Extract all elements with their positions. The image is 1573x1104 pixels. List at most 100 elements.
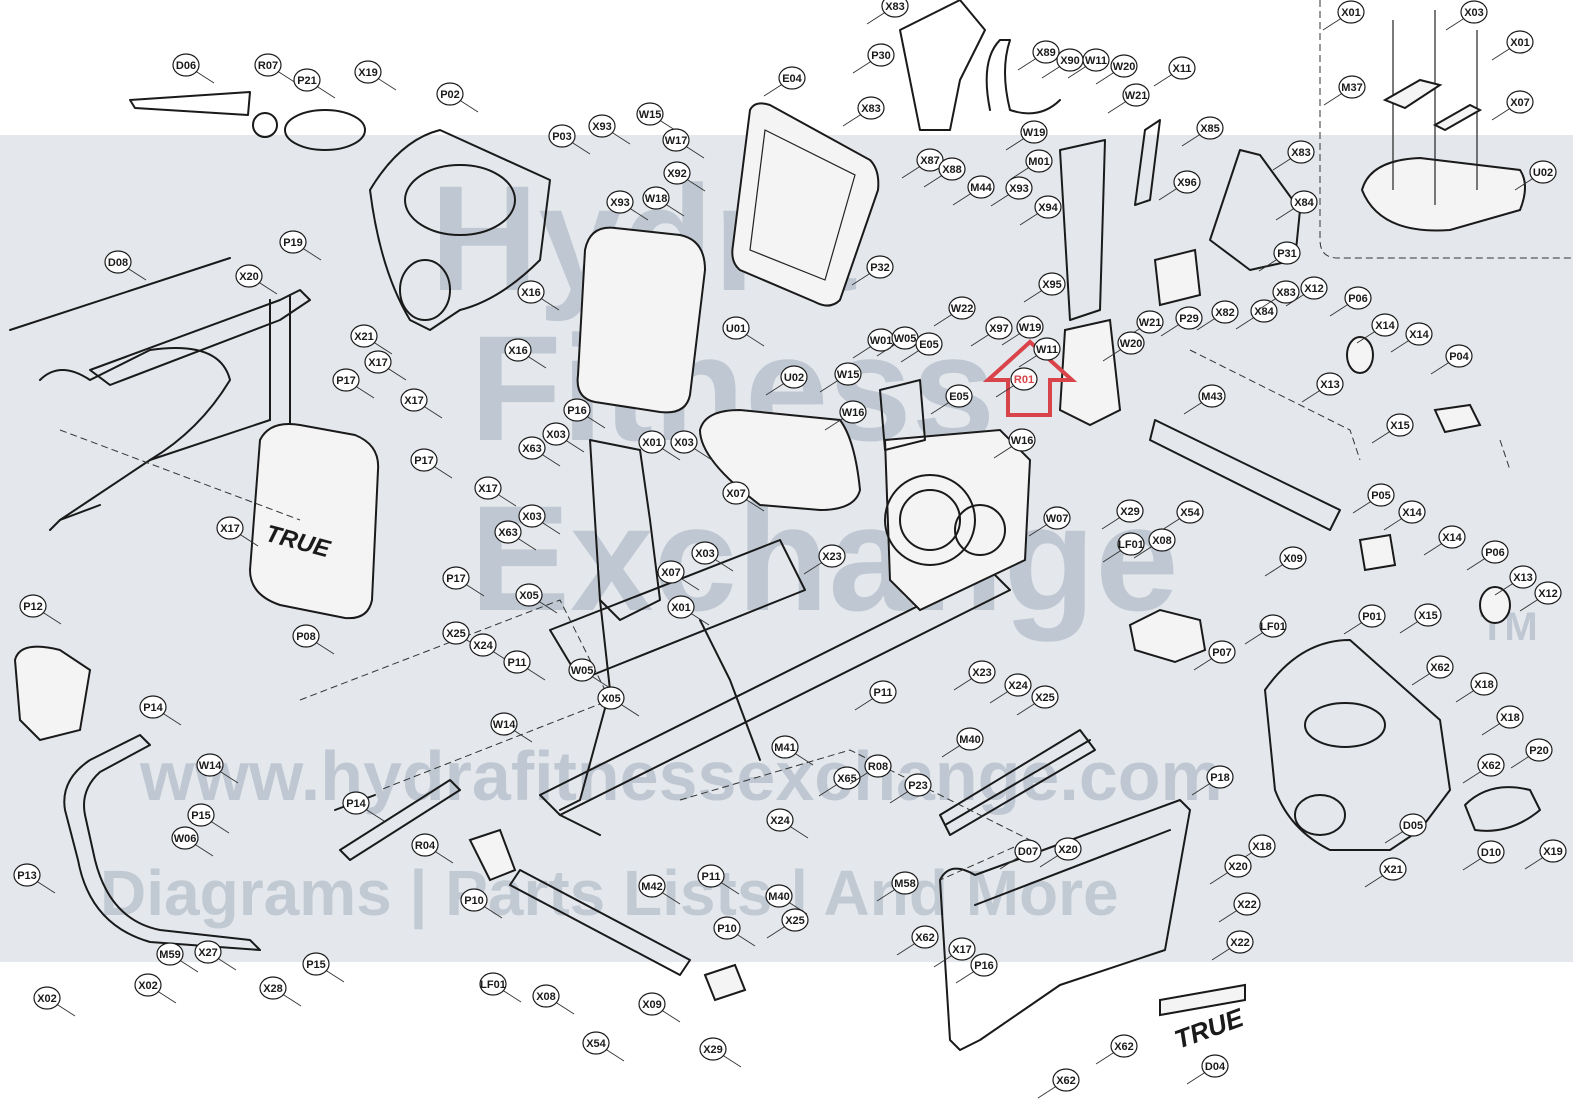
callout-label: X07 <box>661 567 681 579</box>
callout-label: X01 <box>1341 7 1361 19</box>
callout-label: X16 <box>508 345 528 357</box>
callout-p23: P23 <box>889 773 932 804</box>
callout-label: W06 <box>174 833 197 845</box>
callout-x17: X17 <box>933 937 976 968</box>
callout-label: W16 <box>1011 435 1034 447</box>
callout-x01: X01 <box>638 430 681 461</box>
callout-bubble <box>722 316 750 340</box>
callout-label: X29 <box>1120 506 1140 518</box>
callout-label: X05 <box>519 590 539 602</box>
callout-label: X05 <box>601 693 621 705</box>
callout-label: X63 <box>498 527 518 539</box>
callout-x28: X28 <box>259 976 302 1007</box>
callout-x20: X20 <box>1209 854 1252 885</box>
callout-p10: P10 <box>713 916 756 947</box>
callout-label: P11 <box>874 687 893 699</box>
front-stabilizer <box>1149 419 1341 531</box>
callout-label: X03 <box>522 511 542 523</box>
callout-label: X15 <box>1418 610 1438 622</box>
callout-d04: D04 <box>1186 1054 1229 1085</box>
callout-p12: P12 <box>19 594 62 625</box>
callout-bubble <box>1338 75 1366 99</box>
callout-bubble <box>582 1031 610 1055</box>
callout-label: X93 <box>610 197 630 209</box>
callout-bubble <box>1481 540 1509 564</box>
callout-bubble <box>216 516 244 540</box>
callout-label: D07 <box>1018 846 1038 858</box>
callout-bubble <box>1496 705 1524 729</box>
callout-p17: P17 <box>332 368 375 399</box>
callout-label: P04 <box>1449 351 1469 363</box>
callout-w07: W07 <box>1028 506 1071 537</box>
callout-bubble <box>518 504 546 528</box>
callout-e04: E04 <box>763 66 806 97</box>
callout-label: X89 <box>1036 47 1056 59</box>
callout-x87: X87 <box>901 148 944 179</box>
callout-x93: X93 <box>588 114 631 145</box>
callout-label: W20 <box>1113 61 1136 73</box>
callout-p04: P04 <box>1430 344 1473 375</box>
callout-bubble <box>638 992 666 1016</box>
callout-label: W21 <box>1139 317 1162 329</box>
callout-bubble <box>1148 528 1176 552</box>
callout-bubble <box>1206 765 1234 789</box>
callout-bubble <box>1122 83 1150 107</box>
callout-label: P02 <box>440 89 460 101</box>
callout-label: R04 <box>415 840 436 852</box>
callout-label: W19 <box>1019 322 1042 334</box>
callout-bubble <box>699 1037 727 1061</box>
callout-bubble <box>713 916 741 940</box>
callout-u01: U01 <box>722 316 765 347</box>
callout-bubble <box>1020 120 1048 144</box>
callout-bubble <box>293 68 321 92</box>
callout-p16: P16 <box>955 953 998 984</box>
callout-x13: X13 <box>1494 565 1537 596</box>
callout-u02: U02 <box>765 365 808 396</box>
rear-stabilizer <box>468 828 747 1002</box>
callout-label: X95 <box>1042 279 1062 291</box>
callout-label: X17 <box>220 523 240 535</box>
callout-label: X21 <box>354 331 374 343</box>
callout-bubble <box>1405 322 1433 346</box>
callout-w15: W15 <box>819 362 862 393</box>
callout-bubble <box>469 633 497 657</box>
callout-d06: D06 <box>172 53 215 84</box>
callout-label: P15 <box>191 810 211 822</box>
callout-label: M58 <box>894 878 915 890</box>
callout-label: P17 <box>336 375 356 387</box>
callout-p18: P18 <box>1191 765 1234 796</box>
callout-label: X08 <box>1152 535 1172 547</box>
callout-label: E05 <box>949 391 969 403</box>
callout-bubble <box>866 255 894 279</box>
assembly-guides <box>59 349 1511 881</box>
callout-x18: X18 <box>1455 672 1498 703</box>
callout-w19: W19 <box>1005 120 1048 151</box>
callout-bubble <box>479 972 507 996</box>
callout-x93: X93 <box>606 190 649 221</box>
callout-x90: X90 <box>1041 48 1084 79</box>
callout-e05: E05 <box>900 332 943 363</box>
callout-label: P16 <box>567 405 587 417</box>
callout-bubble <box>1438 525 1466 549</box>
callout-bubble <box>1054 837 1082 861</box>
callout-bubble <box>985 316 1013 340</box>
callout-bubble <box>504 338 532 362</box>
callout-bubble <box>542 422 570 446</box>
callout-p07: P07 <box>1193 640 1236 671</box>
callout-w17: W17 <box>662 128 705 159</box>
callout-bubble <box>869 680 897 704</box>
callout-bubble <box>1226 930 1254 954</box>
callout-bubble <box>1175 306 1203 330</box>
callout-x18: X18 <box>1233 834 1276 865</box>
callout-w11: W11 <box>1067 48 1110 79</box>
callout-x07: X07 <box>722 481 765 512</box>
callout-bubble <box>1259 614 1287 638</box>
callout-label: P06 <box>1348 293 1368 305</box>
callout-x14: X14 <box>1356 313 1399 344</box>
callout-label: X63 <box>522 443 542 455</box>
callout-label: X03 <box>695 548 715 560</box>
callout-bubble <box>1248 834 1276 858</box>
callout-label: X93 <box>592 121 612 133</box>
callout-bubble <box>771 735 799 759</box>
callout-x15: X15 <box>1371 413 1414 444</box>
